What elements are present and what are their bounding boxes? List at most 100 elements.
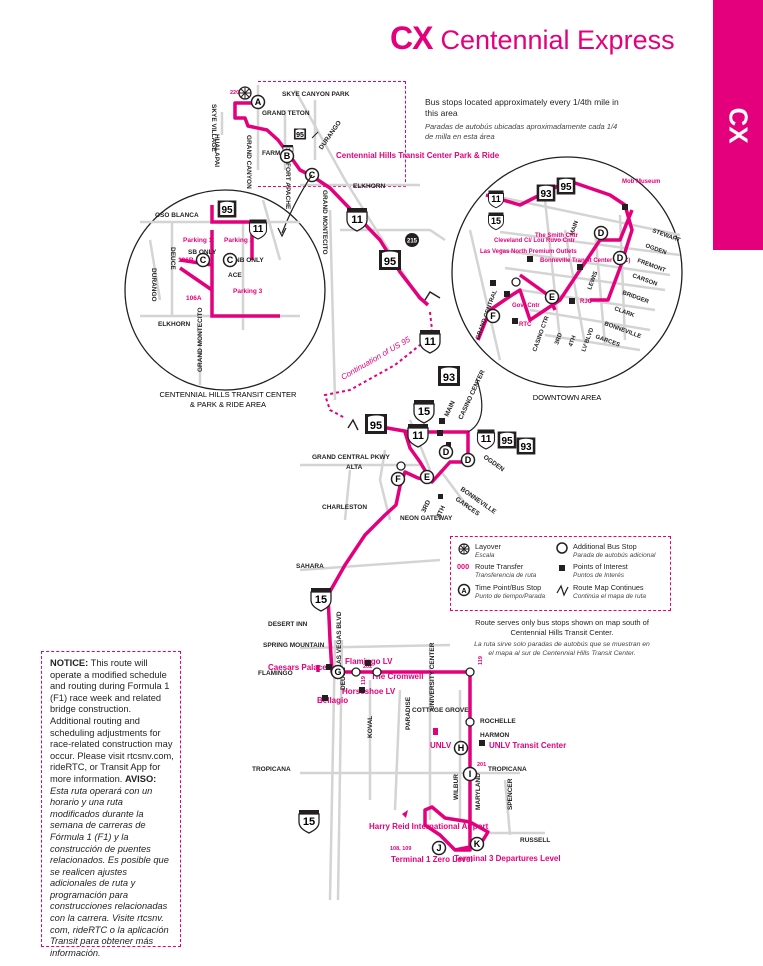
main-map-stops: A B C D D E F G H I J K [238, 86, 485, 856]
label-paradise: PARADISE [405, 696, 412, 730]
inset-left-elkhorn: ELKHORN [158, 321, 190, 328]
label-spring-mountain: SPRING MOUNTAIN [263, 642, 325, 649]
main-map-poi [322, 418, 485, 746]
label-hualapai: HUALAPAI [213, 134, 220, 167]
label-route-119-west: 119 [361, 676, 367, 685]
additional-stop [396, 461, 406, 471]
svg-text:95: 95 [384, 256, 396, 268]
label-tropicana-west: TROPICANA [252, 766, 291, 773]
svg-text:D: D [617, 253, 624, 263]
inset-right-btc: Bonneville Transit Center (BTC) [540, 258, 630, 264]
label-cromwell: The Cromwell [371, 672, 423, 681]
label-3rd: 3RD [420, 499, 432, 514]
stop-h: H [453, 740, 469, 756]
i11-shield-d: 11 [476, 428, 496, 450]
stop-a: A [250, 94, 266, 110]
inset-left-oso-blanca: OSO BLANCA [155, 212, 199, 219]
label-wilbur: WILBUR [453, 774, 460, 800]
continues-mark-south [347, 418, 359, 431]
label-horseshoe: Horseshoe LV [342, 687, 396, 696]
stop-j: J [431, 840, 447, 856]
svg-text:95: 95 [296, 132, 304, 139]
label-charleston: CHARLESTON [322, 504, 367, 511]
svg-text:A: A [461, 588, 466, 595]
svg-text:93: 93 [443, 372, 455, 384]
svg-text:15: 15 [315, 594, 327, 606]
airport-icon [402, 810, 408, 818]
route-service-note-en: Route serves only bus stops shown on map… [475, 618, 649, 637]
route-service-note-es: La ruta sirve solo paradas de autobús qu… [474, 641, 650, 657]
label-skye-village: SKYE VILLAGE [210, 104, 217, 152]
label-skye-canyon-park: SKYE CANYON PARK [282, 91, 350, 98]
inset-right-4th: 4TH [568, 335, 578, 348]
svg-text:95: 95 [560, 182, 572, 193]
inset-left-deuce: DEUCE [169, 247, 176, 270]
svg-text:E: E [549, 292, 555, 302]
label-koval: KOVAL [367, 716, 374, 738]
label-rochelle: ROCHELLE [480, 718, 516, 725]
label-main: MAIN [443, 400, 456, 418]
label-grand-montecito: GRAND MONTECITO [321, 190, 328, 255]
inset-left-i11: 11 [248, 218, 268, 240]
label-fort-apache: FORT APACHE [284, 163, 291, 210]
inset-right-3rd: 3RD [554, 332, 564, 346]
inset-right-stop-e: E [544, 289, 560, 305]
inset-left-durango: DURANGO [150, 268, 157, 302]
additional-stop [465, 667, 475, 677]
svg-text:11: 11 [481, 434, 492, 445]
stop-g: G [330, 664, 346, 680]
route-side-tab: CX [713, 0, 763, 250]
route-service-note: Route serves only bus stops shown on map… [472, 618, 652, 658]
stop-e: E [419, 469, 435, 485]
stop-f: F [390, 471, 406, 487]
svg-text:A: A [255, 97, 262, 107]
inset-right-rjc: RJC [580, 299, 593, 305]
bus-stop-note: Bus stops located approximately every 1/… [425, 97, 625, 142]
label-flamingo: FLAMINGO [258, 670, 293, 677]
svg-text:95: 95 [501, 436, 513, 447]
label-university-center: UNIVERSITY CENTER [429, 642, 436, 710]
bus-stop-area-box [258, 81, 406, 187]
label-bellagio: Bellagio [317, 696, 348, 705]
bus-stop-note-es: Paradas de autobús ubicadas aproximadame… [425, 122, 618, 141]
svg-text:15: 15 [303, 816, 315, 828]
svg-text:11: 11 [424, 336, 436, 348]
svg-text:11: 11 [253, 224, 264, 235]
svg-text:15: 15 [418, 406, 430, 418]
label-sahara: SAHARA [296, 563, 324, 570]
svg-text:F: F [490, 311, 496, 321]
route-code: CX [390, 20, 433, 56]
label-neon-gateway: NEON GATEWAY [400, 515, 453, 522]
inset-right-mob: Mob Museum [622, 179, 660, 185]
inset-right-i15: 15 [488, 212, 504, 231]
label-casino-center: CASINO CENTER [457, 369, 486, 421]
label-route-108-109: 108, 109 [390, 846, 411, 852]
svg-text:95: 95 [221, 205, 233, 216]
inset-right-us95: 95 [556, 177, 576, 195]
us95-shield-north: 95 [293, 128, 307, 140]
label-unlv-tc: UNLV Transit Center [489, 741, 566, 750]
label-maryland: MARYLAND [475, 773, 482, 810]
i15-shield-a: 15 [413, 399, 435, 424]
inset-left-parking1: Parking 1 [183, 237, 213, 244]
inset-left-caption-line2: & PARK & RIDE AREA [190, 400, 266, 409]
label-caesars: Caesars Palace [268, 663, 327, 672]
layover-icon [238, 86, 252, 100]
svg-text:95: 95 [370, 420, 382, 432]
svg-text:D: D [598, 228, 605, 238]
label-terminal-1: Terminal 1 Zero Level [391, 855, 473, 864]
inset-right-premium: Las Vegas North Premium Outlets [480, 249, 577, 255]
svg-text:K: K [474, 839, 481, 849]
notice-title: NOTICE: [50, 658, 89, 668]
svg-text:J: J [436, 843, 441, 853]
inset-right-main: MAIN [569, 220, 580, 236]
label-grand-central-pkwy: GRAND CENTRAL PKWY [312, 454, 391, 461]
svg-text:B: B [284, 151, 291, 161]
svg-text:C: C [309, 170, 316, 180]
